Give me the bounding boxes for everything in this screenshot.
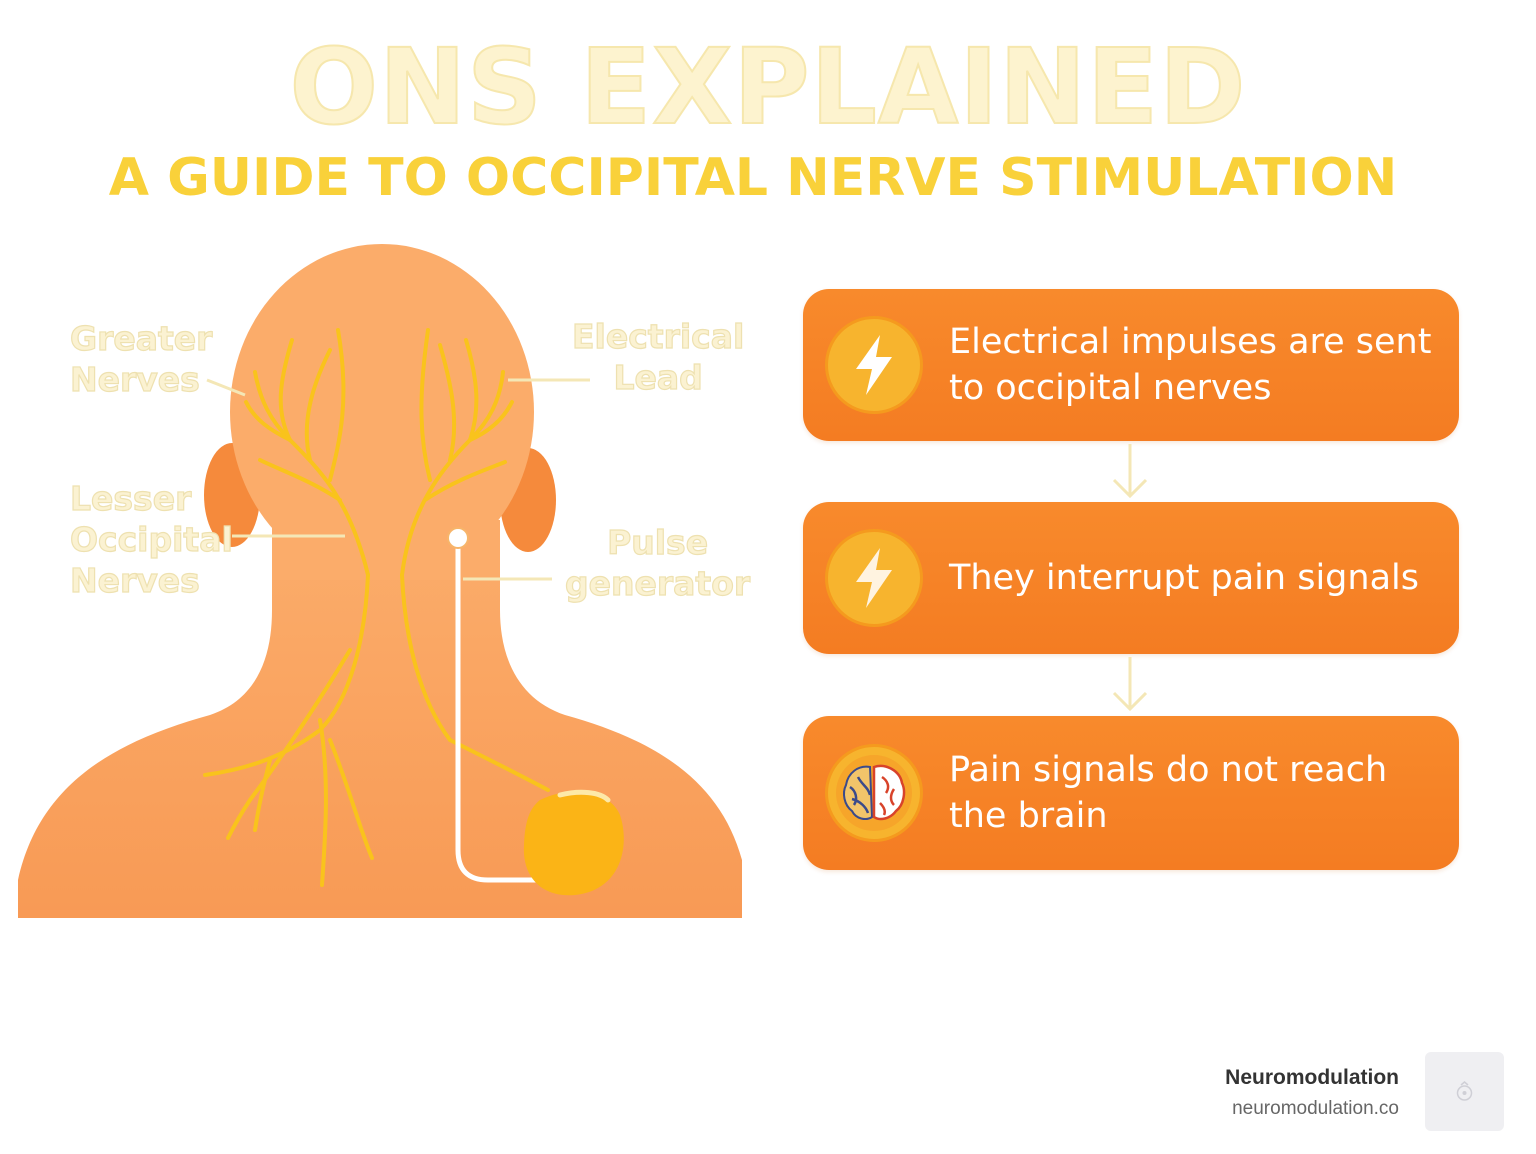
logo-icon <box>1456 1081 1473 1101</box>
left-nerves <box>203 328 374 887</box>
step-text-3: Pain signals do not reach the brain <box>949 750 1388 836</box>
label-pulse-generator: Pulse generator <box>564 522 751 603</box>
step-text-2: They interrupt pain signals <box>949 558 1419 598</box>
footer-brand: Neuromodulation neuromodulation.co <box>1225 1063 1399 1125</box>
brand-name: Neuromodulation <box>1225 1066 1399 1089</box>
neck-shape <box>272 520 500 580</box>
head-shape <box>230 244 534 580</box>
label-lesser-occipital-nerves: Lesser Occipital Nerves <box>69 478 233 600</box>
label-greater-nerves: Greater Nerves <box>69 318 213 399</box>
label-connectors <box>206 378 590 581</box>
page-subtitle: A GUIDE TO OCCIPITAL NERVE STIMULATION <box>108 148 1398 208</box>
brand-url[interactable]: neuromodulation.co <box>1232 1098 1399 1119</box>
brand-logo <box>1425 1052 1504 1131</box>
head-illustration: Greater Nerves Electrical Lead Lesser Oc… <box>0 230 780 930</box>
step-text-1: Electrical impulses are sent to occipita… <box>949 322 1432 408</box>
pulse-generator <box>523 791 624 896</box>
lead-electrode <box>447 527 469 549</box>
step-card-2: They interrupt pain signals <box>803 502 1459 654</box>
lightning-icon <box>825 316 923 414</box>
step-card-3: Pain signals do not reach the brain <box>803 716 1459 870</box>
label-electrical-lead: Electrical Lead <box>571 316 745 397</box>
arrow-down-icon <box>1112 657 1148 712</box>
page-title: ONS EXPLAINED <box>289 26 1247 148</box>
brain-icon <box>825 744 923 842</box>
electrical-lead-wire <box>455 537 551 883</box>
right-nerves <box>400 328 550 792</box>
arrow-down-icon <box>1112 444 1148 499</box>
lightning-icon <box>825 529 923 627</box>
head-neck-diagram <box>18 244 742 918</box>
step-card-1: Electrical impulses are sent to occipita… <box>803 289 1459 441</box>
